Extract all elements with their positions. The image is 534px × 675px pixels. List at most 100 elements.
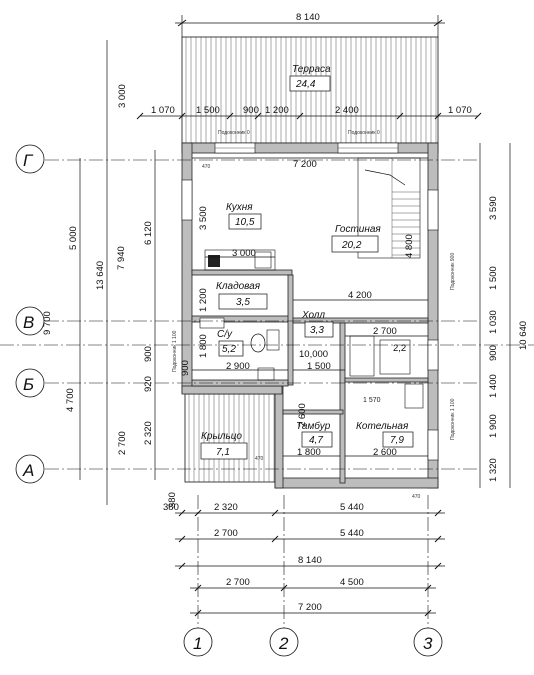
- dim-tick: [178, 535, 186, 543]
- dim-left-380: 380: [167, 492, 178, 508]
- dim-top-1: 1 070: [151, 105, 175, 116]
- axis-label-1: 1: [193, 634, 202, 653]
- dim-left-3000: 3 000: [117, 84, 128, 108]
- dim-tick: [178, 509, 186, 517]
- dim-tick: [226, 112, 234, 120]
- boiler-fixtures: [349, 335, 424, 409]
- room-area-vestibule: 4,7: [309, 435, 323, 446]
- axis-labels: Г В Б А 1 2 3: [15, 144, 443, 657]
- dim-tick: [271, 509, 279, 517]
- dim-inner-7200: 7 200: [293, 159, 317, 170]
- outer-walls: [181, 142, 439, 489]
- dim-right-3590: 3 590: [488, 196, 499, 220]
- axis-label-g: Г: [23, 151, 34, 170]
- vent-label: 10,000: [299, 349, 328, 360]
- room-area-kitchen: 10,5: [235, 217, 255, 228]
- dim-top-overall: 8 140: [296, 12, 320, 23]
- note-sill-right-1: Подоконник 900: [450, 253, 456, 290]
- dim-left-7940: 7 940: [116, 246, 127, 270]
- dim-inner-2-2: 2,2: [393, 343, 406, 354]
- dim-tick: [271, 535, 279, 543]
- axis-label-a: А: [22, 461, 34, 480]
- dim-left-3500: 3 500: [198, 206, 209, 230]
- dim-bottom-7200: 7 200: [298, 602, 322, 613]
- dim-inner-2700: 2 700: [373, 326, 397, 337]
- dim-tick: [280, 584, 288, 592]
- dim-tick: [434, 535, 442, 543]
- area-box-vestibule: [301, 431, 333, 448]
- dim-left-6120: 6 120: [143, 221, 154, 245]
- axis-bubble-g: [15, 144, 45, 174]
- dim-tick: [396, 112, 404, 120]
- dim-top-6: 1 070: [448, 105, 472, 116]
- dim-tick: [194, 609, 202, 617]
- dim-left-2700: 2 700: [117, 431, 128, 455]
- axis-bubble-1: [183, 627, 213, 657]
- dim-tick: [254, 112, 262, 120]
- note-sill-right: Подоконник 0: [348, 130, 380, 136]
- dim-inner-4800: 4 800: [404, 234, 415, 258]
- dim-inner-1570: 1 570: [363, 397, 381, 404]
- dim-left-1800: 1 800: [198, 334, 209, 358]
- room-name-hall: Холл: [301, 310, 325, 321]
- dim-tick: [194, 509, 202, 517]
- dim-left-5000: 5 000: [68, 226, 79, 250]
- dim-bottom-8140: 8 140: [298, 555, 322, 566]
- mark-470-bottom: 470: [255, 456, 264, 462]
- room-name-terrace: Терраса: [292, 64, 331, 75]
- axis-label-v: В: [23, 313, 34, 332]
- dim-top-4: 1 200: [265, 105, 289, 116]
- right-dimensions: 10 640 3 590 1 500 1 030 900 1 400 1 900…: [450, 143, 529, 488]
- dim-left-900b: 900: [180, 360, 191, 376]
- dim-left-4700: 4 700: [65, 388, 76, 412]
- axis-label-3: 3: [423, 634, 433, 653]
- dim-top-2: 1 500: [196, 105, 220, 116]
- bathroom-fixtures: [199, 317, 280, 381]
- inner-dimensions: 7 200 3 000 4 800 4 200 2 700 2 900 1 50…: [192, 157, 428, 500]
- dim-left-13640: 13 640: [95, 261, 106, 290]
- dim-tick: [474, 112, 482, 120]
- dim-bottom-4500: 4 500: [340, 577, 364, 588]
- axis-label-b: Б: [23, 375, 34, 394]
- dim-tick: [178, 112, 186, 120]
- axis-label-2: 2: [278, 634, 289, 653]
- room-name-living: Гостиная: [335, 224, 381, 235]
- area-box-storage: [218, 293, 268, 310]
- axis-bubble-3: [413, 627, 443, 657]
- dim-left-9700: 9 700: [42, 311, 53, 335]
- dim-tick: [194, 584, 202, 592]
- dim-tick: [424, 584, 432, 592]
- room-name-vestibule: Тамбур: [296, 420, 331, 432]
- dim-bottom-2700b: 2 700: [226, 577, 250, 588]
- dim-left-920: 920: [143, 376, 154, 392]
- note-sill-right-2: Подоконник 1 100: [450, 398, 456, 440]
- axis-lines: [0, 159, 534, 630]
- dim-inner-1800: 1 800: [297, 447, 321, 458]
- room-area-terrace: 24,4: [295, 79, 316, 90]
- dim-inner-2600h: 2 600: [373, 447, 397, 458]
- room-area-living: 20,2: [341, 240, 362, 251]
- top-dimensions: 8 140 1 070 1 500 900 1 200 2 400 1 070 …: [136, 12, 482, 136]
- dim-right-10640: 10 640: [518, 321, 529, 350]
- dim-inner-3000: 3 000: [232, 248, 256, 259]
- area-box-hall: [304, 321, 334, 338]
- note-sill-left: Подоконник 0: [218, 130, 250, 136]
- dim-tick: [136, 112, 144, 120]
- dim-top-3: 900: [243, 105, 259, 116]
- dim-right-1030: 1 030: [488, 310, 499, 334]
- dim-inner-2900: 2 900: [226, 361, 250, 372]
- dim-left-900: 900: [143, 346, 154, 362]
- room-area-boiler: 7,9: [390, 435, 404, 446]
- mark-470-right: 470: [412, 494, 421, 500]
- dim-left-2320: 2 320: [143, 421, 154, 445]
- area-box-porch: [200, 442, 248, 460]
- room-name-boiler: Котельная: [356, 421, 409, 432]
- kitchen-fixtures: [204, 249, 276, 271]
- room-name-wc: С/у: [217, 329, 233, 340]
- room-area-wc: 5,2: [222, 344, 236, 355]
- room-labels: Терраса 24,4 Кухня 10,5 Гостиная 20,2 Кл…: [200, 64, 414, 460]
- terrace-area: [181, 36, 439, 144]
- dim-right-1500: 1 500: [488, 266, 499, 290]
- area-box-boiler: [382, 431, 414, 448]
